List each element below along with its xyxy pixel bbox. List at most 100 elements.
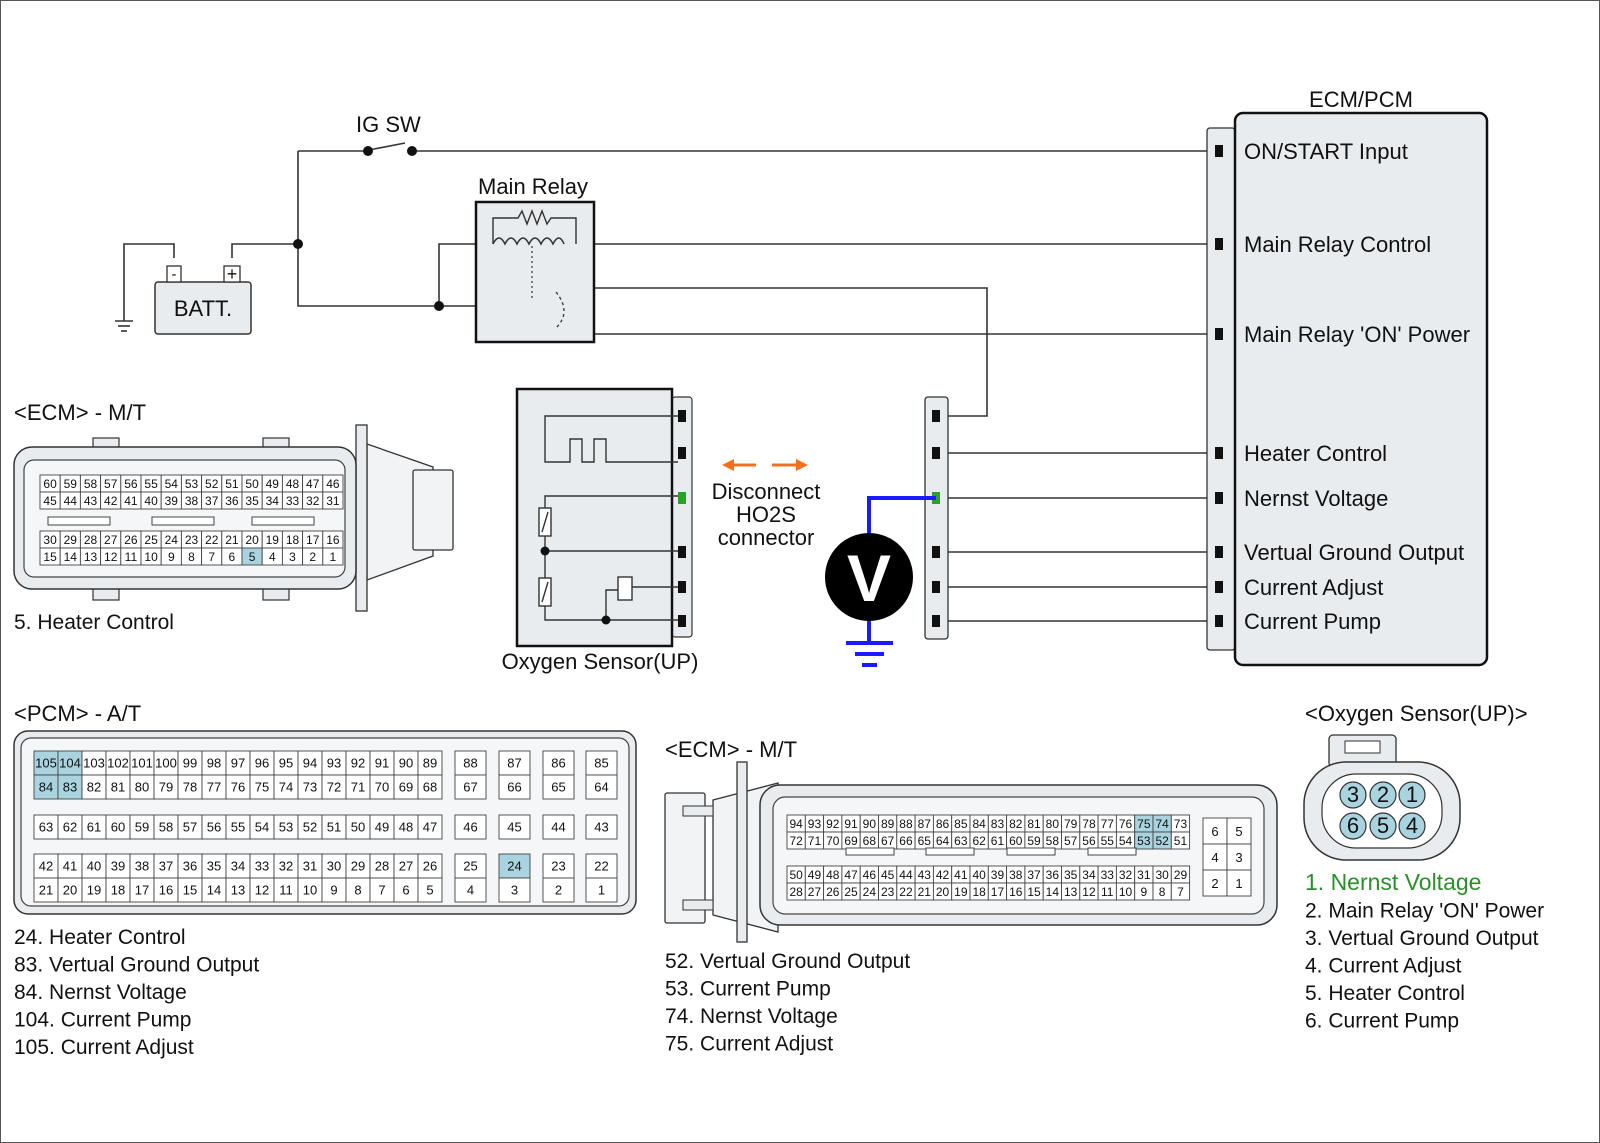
pcm-at-pin-number: 25 <box>463 859 477 874</box>
disconnect-line-2: HO2S <box>736 502 796 527</box>
ecm-mt-2-pin-number: 16 <box>1009 885 1023 899</box>
pcm-at-pin-number: 16 <box>159 883 173 898</box>
pcm-at-pin-number: 105 <box>35 756 57 771</box>
pcm-at-pin-number: 15 <box>183 883 197 898</box>
pcm-at-cell <box>129 750 155 776</box>
pcm-at-legend-item: 83. Vertual Ground Output <box>14 954 259 977</box>
ecm-mt-1-pin-number: 15 <box>43 550 57 564</box>
pcm-at-pin-number: 93 <box>327 756 341 771</box>
o2-connector-pin-number: 6 <box>1347 813 1359 838</box>
ecm-mt-2-pin-number: 49 <box>808 868 822 882</box>
ecm-mt-1-pin-number: 30 <box>43 533 57 547</box>
pcm-at-pin-number: 101 <box>131 756 153 771</box>
pcm-at-cell <box>81 877 107 903</box>
ecm-mt-2-pin-number: 93 <box>808 817 822 831</box>
pcm-at-pin-number: 31 <box>303 859 317 874</box>
pcm-at-cell <box>249 853 275 879</box>
disconnect-arrows <box>722 459 808 471</box>
ecm-mt-2-pin-number: 66 <box>899 834 913 848</box>
ecm-mt-2-pin-number: 36 <box>1046 868 1060 882</box>
pcm-at-cell <box>273 877 299 903</box>
ecm-terminal-pin <box>1215 581 1223 593</box>
pcm-at-cell <box>542 814 575 840</box>
ecm-mt-2-pin-number: 46 <box>863 868 877 882</box>
pcm-at-cell <box>105 814 131 840</box>
pcm-at-pin-number: 46 <box>463 820 477 835</box>
ecm-mt-2-pin-number: 37 <box>1027 868 1041 882</box>
ecm-mt-2-pin-number: 90 <box>863 817 877 831</box>
pcm-at-cell <box>201 877 227 903</box>
ecm-mt-1-pin-number: 47 <box>306 477 320 491</box>
ecm-mt-2-pin-number: 82 <box>1009 817 1023 831</box>
ecm-terminal-pin <box>1215 615 1223 627</box>
harness-pin <box>932 615 940 627</box>
ecm-mt-2-side-cell <box>1202 869 1228 897</box>
pcm-at-pin-number: 48 <box>399 820 413 835</box>
ecm-mt-2-pin-number: 58 <box>1046 834 1060 848</box>
pcm-at-cell <box>585 877 618 903</box>
pcm-at-cell <box>225 853 251 879</box>
pcm-at-cell <box>369 750 395 776</box>
pcm-at-pin-number: 59 <box>135 820 149 835</box>
pcm-at-pin-number: 45 <box>507 820 521 835</box>
ecm-mt-2-pin-number: 59 <box>1027 834 1041 848</box>
pcm-at-cell <box>105 750 131 776</box>
o2-connector-pin-number: 2 <box>1377 782 1389 807</box>
ecm-mt-2-pin-number: 40 <box>972 868 986 882</box>
voltmeter-symbol: V <box>847 541 891 615</box>
disconnect-line-1: Disconnect <box>712 479 821 504</box>
ecm-mt-2-side-pin-number: 3 <box>1235 850 1242 865</box>
ecm-mt-2-pin-number: 94 <box>789 817 803 831</box>
pcm-at-cell <box>454 750 487 776</box>
ecm-mt-2-pin-number: 51 <box>1174 834 1188 848</box>
pcm-at-pin-number: 104 <box>59 756 81 771</box>
pcm-at-cell <box>454 877 487 903</box>
ecm-terminal-label: Main Relay 'ON' Power <box>1244 322 1470 347</box>
harness-pin <box>932 546 940 558</box>
battery-negative-terminal <box>166 265 182 283</box>
ecm-mt-1-pin-number: 29 <box>64 533 78 547</box>
pcm-at-cell <box>417 814 443 840</box>
ecm-mt-1-pin-number: 44 <box>64 494 78 508</box>
ecm-mt-1-pin-number: 51 <box>225 477 239 491</box>
oxygen-sensor-label: Oxygen Sensor(UP) <box>502 649 699 674</box>
ecm-mt-2-pin-number: 60 <box>1009 834 1023 848</box>
pcm-at-pin-number: 9 <box>330 883 337 898</box>
o2-connector-legend-item: 6. Current Pump <box>1305 1010 1459 1033</box>
pcm-at-cell <box>249 750 275 776</box>
pcm-at-cell <box>225 750 251 776</box>
o2-connector-legend-item: 2. Main Relay 'ON' Power <box>1305 900 1544 923</box>
ecm-mt-1-pin-number: 42 <box>104 494 118 508</box>
meter-positive-lead <box>867 496 936 538</box>
pcm-at-pin-number: 66 <box>507 780 521 795</box>
pcm-at-pin-number: 10 <box>303 883 317 898</box>
o2-connector-title: <Oxygen Sensor(UP)> <box>1305 701 1528 726</box>
pcm-at-pin-number: 97 <box>231 756 245 771</box>
sensor-pin <box>678 410 686 422</box>
pcm-at-pin-number: 7 <box>378 883 385 898</box>
o2-connector-pin <box>1369 812 1397 840</box>
pcm-at-cell <box>417 853 443 879</box>
battery-ground-wire <box>123 243 175 321</box>
pcm-at-pin-number: 47 <box>423 820 437 835</box>
ecm-mt-1-pin-number: 13 <box>84 550 98 564</box>
pcm-at-pin-number: 95 <box>279 756 293 771</box>
pcm-at-pin-number: 53 <box>279 820 293 835</box>
ecm-mt-1-pin-number: 17 <box>306 533 320 547</box>
pcm-at-pin-number: 81 <box>111 780 125 795</box>
disconnect-line-3: connector <box>718 525 815 550</box>
pcm-at-pin-number: 52 <box>303 820 317 835</box>
pcm-at-cell <box>249 814 275 840</box>
pcm-at-pin-number: 23 <box>551 859 565 874</box>
pcm-at-cell <box>201 774 227 800</box>
ecm-mt-2-pin-number: 70 <box>826 834 840 848</box>
ecm-mt-1-pin-number: 2 <box>309 550 316 564</box>
o2-connector-pin-number: 4 <box>1406 813 1418 838</box>
pcm-at-cell <box>417 774 443 800</box>
ecm-mt-1-pin-number: 23 <box>185 533 199 547</box>
ecm-mt-1-pin-number: 49 <box>266 477 280 491</box>
